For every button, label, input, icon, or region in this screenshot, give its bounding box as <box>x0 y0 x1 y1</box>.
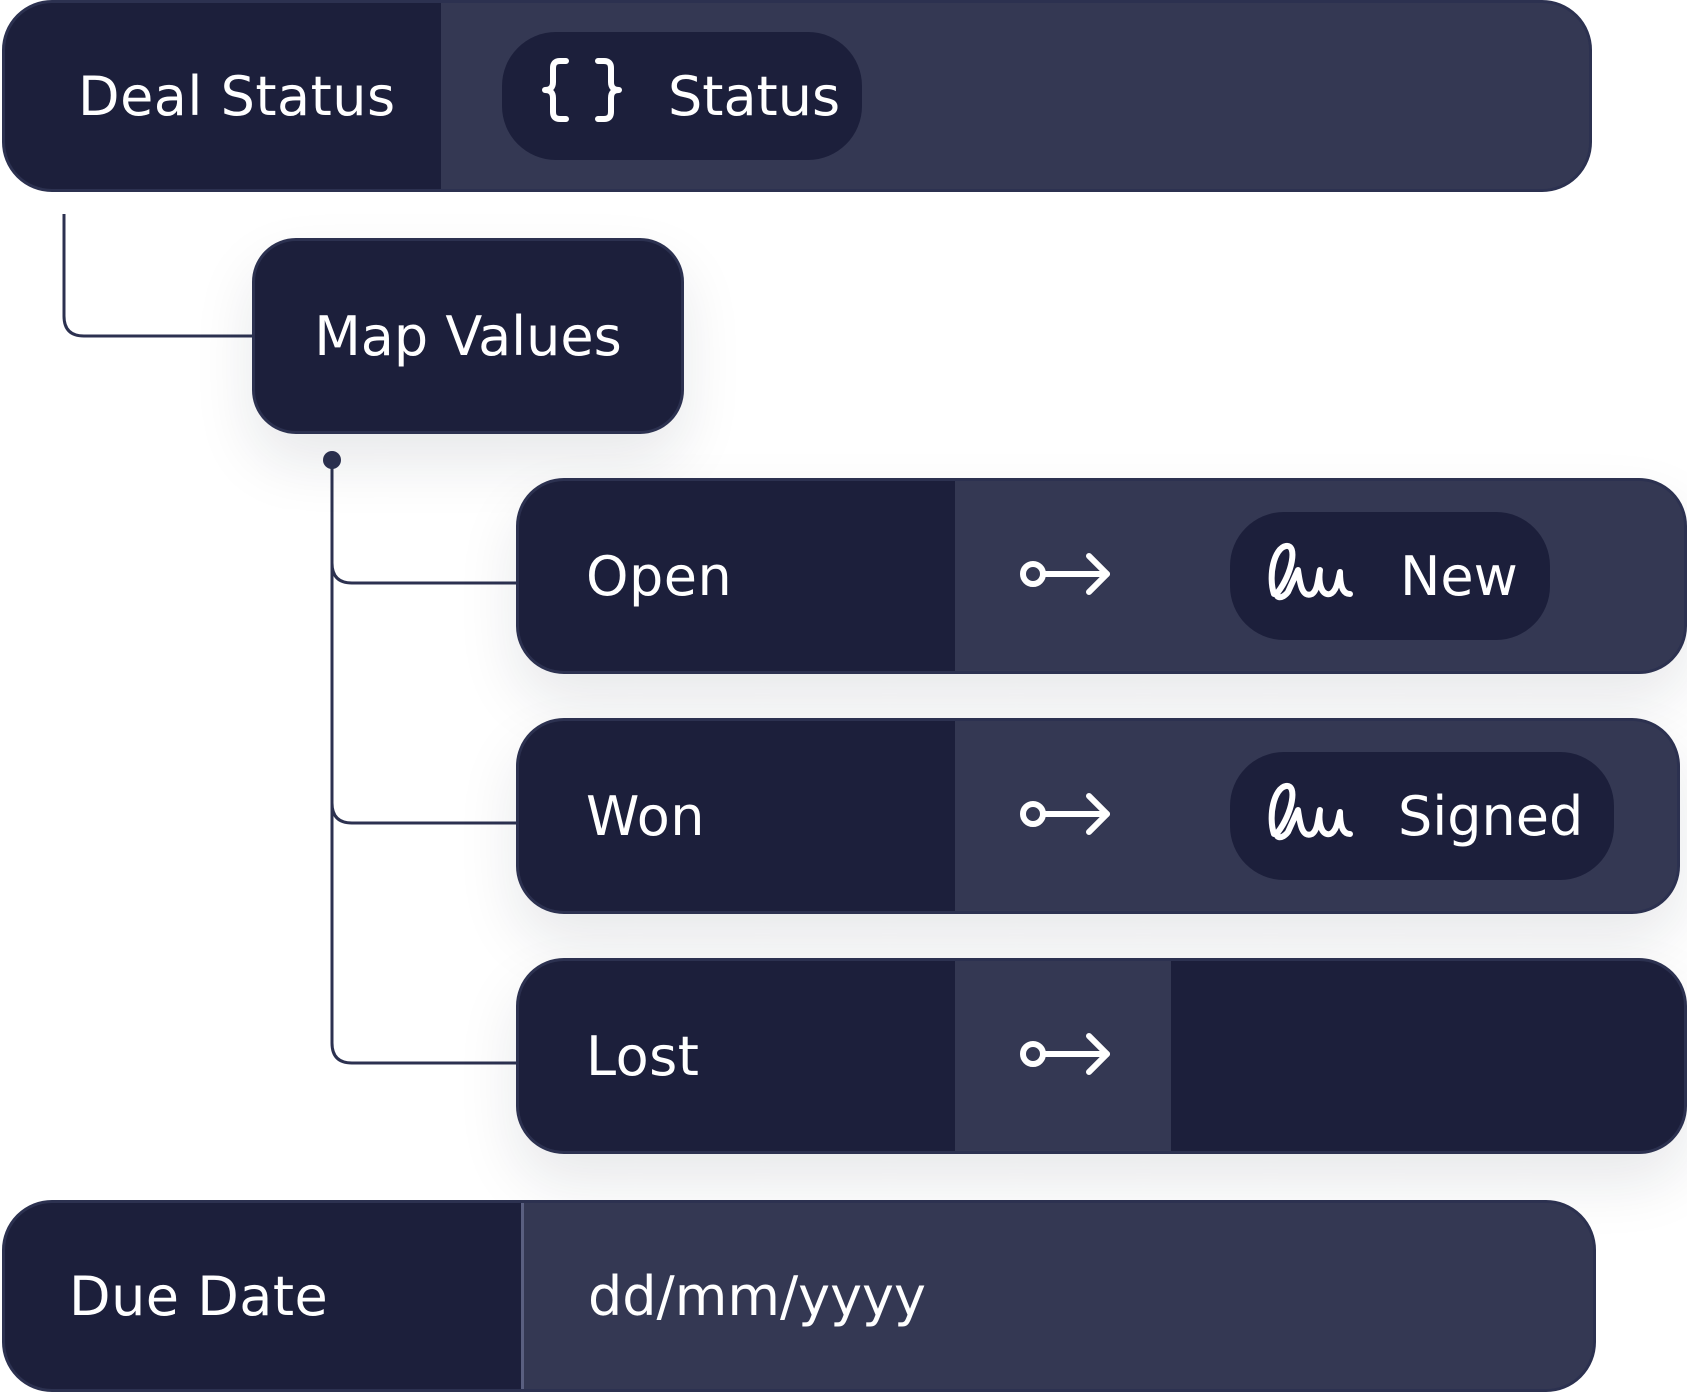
mapping-arrow-cell <box>955 961 1171 1151</box>
mapping-target-label: Signed <box>1398 784 1584 848</box>
due-date-input[interactable]: dd/mm/yyyy <box>524 1203 1593 1389</box>
map-arrow-icon <box>1019 789 1115 843</box>
mapping-source-cell: Lost <box>519 961 955 1151</box>
mapping-source-cell: Open <box>519 481 955 671</box>
map-values-label: Map Values <box>314 304 622 368</box>
mapping-source-label: Open <box>586 544 733 608</box>
mapping-arrow-cell <box>955 481 1171 671</box>
due-date-placeholder: dd/mm/yyyy <box>588 1264 926 1328</box>
mapping-source-label: Lost <box>586 1024 700 1088</box>
mapping-source-label: Won <box>586 784 705 848</box>
due-date-label-cell: Due Date <box>5 1203 524 1389</box>
signature-icon <box>1266 538 1356 615</box>
map-arrow-icon <box>1019 1029 1115 1083</box>
deal-status-label-cell: Deal Status <box>5 3 441 189</box>
map-arrow-icon <box>1019 549 1115 603</box>
signature-icon <box>1266 778 1356 855</box>
mapping-target-chip-new[interactable]: New <box>1230 512 1550 640</box>
mapping-row-lost[interactable]: Lost <box>516 958 1687 1154</box>
map-values-card[interactable]: Map Values <box>252 238 684 434</box>
due-date-row[interactable]: Due Date dd/mm/yyyy <box>2 1200 1596 1392</box>
due-date-label: Due Date <box>69 1264 329 1328</box>
mapping-arrow-cell <box>955 721 1171 911</box>
deal-status-label: Deal Status <box>78 64 396 128</box>
mapping-source-cell: Won <box>519 721 955 911</box>
mapping-target-label: New <box>1400 544 1518 608</box>
status-chip[interactable]: Status <box>502 32 862 160</box>
mapping-target-empty-cell[interactable] <box>1171 961 1684 1151</box>
curly-braces-icon <box>540 55 624 138</box>
mapping-target-chip-signed[interactable]: Signed <box>1230 752 1614 880</box>
status-chip-label: Status <box>668 64 841 128</box>
